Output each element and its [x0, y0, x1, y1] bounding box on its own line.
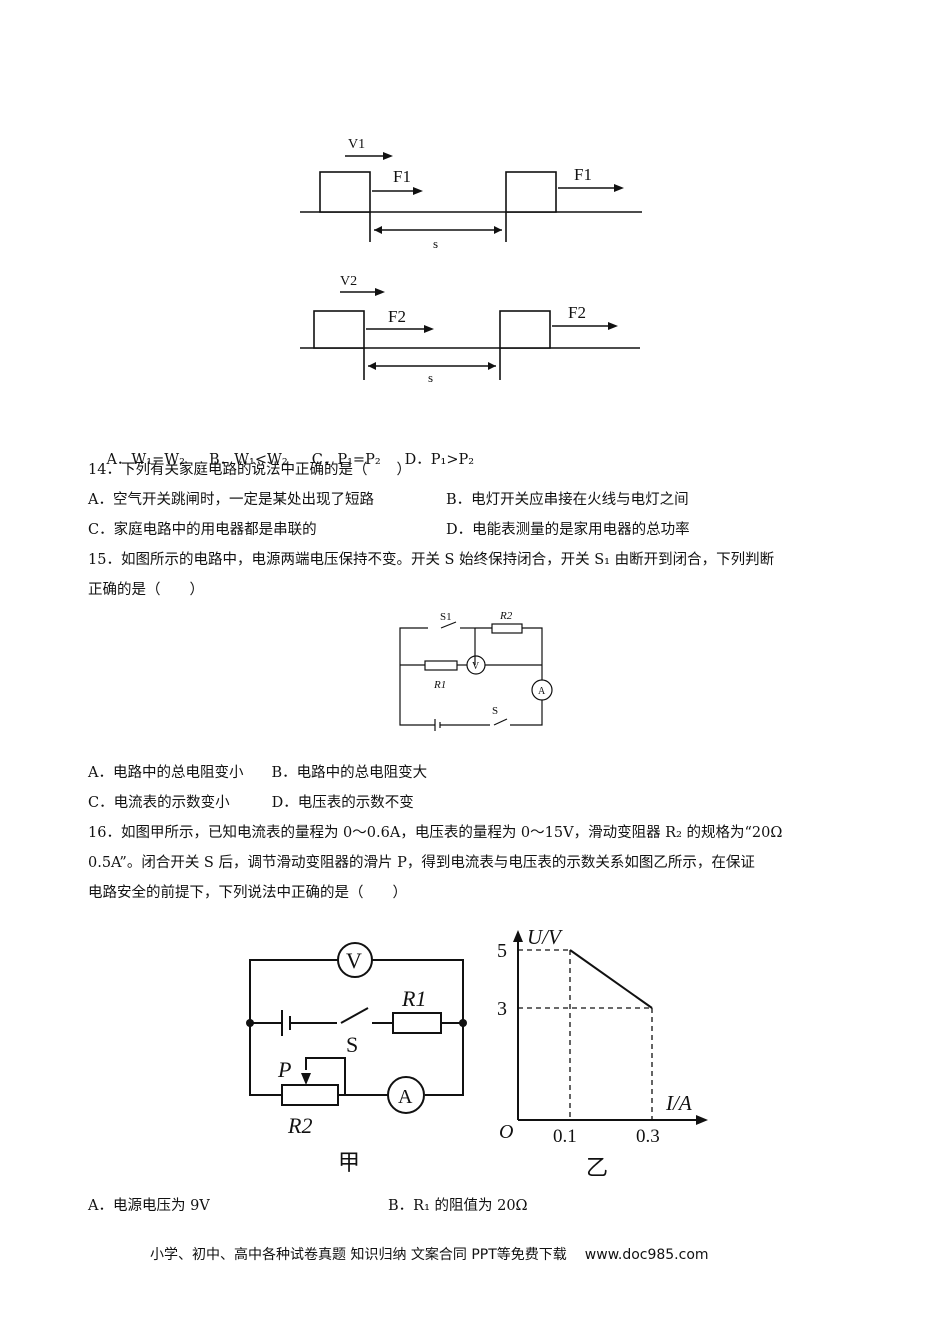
- caption-yi: 乙: [586, 1155, 608, 1180]
- label-r1: R1: [433, 679, 446, 691]
- q14-option-a: A．空气开关跳闸时，一定是某处出现了短路: [88, 492, 374, 508]
- voltmeter-v: V: [472, 661, 480, 672]
- figure-work-power: V1 F1 F1 s V2 F2 F2 s: [300, 137, 642, 385]
- y-tick-3: 3: [497, 998, 507, 1020]
- label-p: P: [277, 1057, 291, 1082]
- q14-option-d: D．电能表测量的是家用电器的总功率: [446, 522, 690, 538]
- q15-stem-line1: 15．如图所示的电路中，电源两端电压保持不变。开关 S 始终保持闭合，开关 S₁…: [88, 552, 775, 568]
- figure-graph-yi: U/V 5 3 I/A O 0.1 0.3 乙: [497, 925, 708, 1180]
- label-v1: V1: [348, 137, 365, 152]
- label-r2: R2: [287, 1113, 312, 1138]
- label-f1-right: F1: [574, 165, 592, 184]
- q14-option-c: C．家庭电路中的用电器都是串联的: [88, 522, 317, 538]
- label-s2: s: [428, 370, 433, 385]
- q15-options-ab: A．电路中的总电阻变小 B．电路中的总电阻变大: [88, 763, 427, 783]
- q13-option-a: A．W₁=W₂: [106, 452, 185, 468]
- label-s: S: [346, 1032, 358, 1057]
- x-tick-0-3: 0.3: [636, 1126, 660, 1147]
- label-s: S: [492, 705, 498, 717]
- q15-option-b: B．电路中的总电阻变大: [271, 765, 428, 781]
- q16-stem-line2: 0.5A”。闭合开关 S 后，调节滑动变阻器的滑片 P，得到电流表与电压表的示数…: [88, 855, 755, 871]
- q15-stem-line2: 正确的是（ ）: [88, 582, 204, 598]
- figure-circuit-jia: V R1 S P A R2 甲: [246, 942, 467, 1175]
- x-tick-0-1: 0.1: [553, 1126, 577, 1147]
- q16-stem-line3: 电路安全的前提下，下列说法中正确的是（ ）: [88, 885, 407, 901]
- q16-option-b: B．R₁ 的阻值为 20Ω: [388, 1198, 528, 1214]
- y-axis-label: U/V: [527, 925, 563, 949]
- q14-option-b: B．电灯开关应串接在火线与电灯之间: [446, 492, 689, 508]
- ammeter-a: A: [398, 1086, 413, 1108]
- ammeter-a: A: [538, 686, 546, 697]
- label-f1: F1: [393, 167, 411, 186]
- label-r2: R2: [499, 610, 513, 622]
- q16-option-a: A．电源电压为 9V: [88, 1198, 210, 1214]
- label-s1: S1: [440, 611, 452, 623]
- origin-label: O: [499, 1121, 513, 1143]
- voltmeter-v: V: [346, 948, 362, 973]
- footer-url[interactable]: www.doc985.com: [584, 1247, 709, 1263]
- x-axis-label: I/A: [665, 1091, 692, 1115]
- q13-option-c: C．P₁=P₂: [311, 452, 381, 468]
- q14-stem: 14．下列有关家庭电路的说法中正确的是（ ）: [88, 462, 411, 478]
- y-tick-5: 5: [497, 940, 507, 962]
- label-r1: R1: [401, 986, 426, 1011]
- q15-option-d: D．电压表的示数不变: [271, 795, 414, 811]
- q13-option-d: D．P₁>P₂: [404, 452, 475, 468]
- footer: 小学、初中、高中各种试卷真题 知识归纳 文案合同 PPT等免费下载 www.doc…: [150, 1244, 709, 1264]
- label-v2: V2: [340, 274, 357, 289]
- footer-text: 小学、初中、高中各种试卷真题 知识归纳 文案合同 PPT等免费下载: [150, 1247, 567, 1263]
- q15-option-c: C．电流表的示数变小: [88, 795, 230, 811]
- caption-jia: 甲: [338, 1150, 360, 1175]
- label-f2: F2: [388, 307, 406, 326]
- label-s: s: [433, 236, 438, 251]
- q15-option-a: A．电路中的总电阻变小: [88, 765, 244, 781]
- q13-option-b: B．W₁<W₂: [209, 452, 288, 468]
- q13-options: A．W₁=W₂ B．W₁<W₂ C．P₁=P₂ D．P₁>P₂: [88, 430, 474, 490]
- label-f2-right: F2: [568, 303, 586, 322]
- figure-circuit-15: S1 R2 V R1 A S: [399, 610, 553, 731]
- q15-options-cd: C．电流表的示数变小 D．电压表的示数不变: [88, 793, 414, 813]
- q16-stem-line1: 16．如图甲所示，已知电流表的量程为 0～0.6A，电压表的量程为 0～15V，…: [88, 825, 783, 841]
